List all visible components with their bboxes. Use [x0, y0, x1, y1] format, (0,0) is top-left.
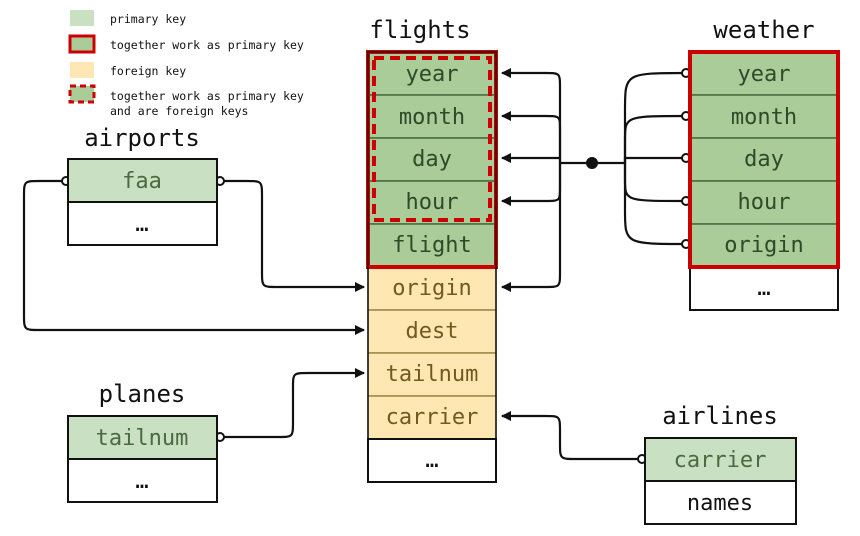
- flights-compound-foreign-key-frame: [372, 56, 492, 222]
- flights-field-tailnum: tailnum: [386, 362, 479, 387]
- airports-table: airports faa …: [67, 124, 218, 246]
- weather-field-month: month: [731, 105, 797, 130]
- flights-field-day: day: [412, 147, 452, 172]
- flights-field-year: year: [406, 62, 459, 87]
- airports-title: airports: [84, 124, 200, 152]
- airports-field-faa: faa: [122, 169, 162, 194]
- flights-row-day: [367, 137, 497, 182]
- flights-field-month: month: [399, 105, 465, 130]
- airports-to-flights-dest: [22, 179, 365, 335]
- flights-row-carrier: [367, 395, 497, 440]
- planes-row-ellipsis: [67, 458, 218, 503]
- flights-table-border: [367, 51, 497, 483]
- connectors: [22, 68, 691, 464]
- weather-connector-month: [623, 114, 689, 163]
- flights-field-dest: dest: [406, 319, 459, 344]
- airports-row-faa: [67, 158, 218, 203]
- planes-title: planes: [99, 380, 186, 408]
- weather-row-hour: [689, 180, 839, 225]
- airlines-field-names: names: [687, 491, 753, 516]
- airlines-field-carrier: carrier: [674, 448, 767, 473]
- flights-row-ellipsis: [367, 438, 497, 483]
- flights-arrow-year: [501, 68, 562, 163]
- weather-connector-hour: [623, 163, 689, 203]
- weather-field-hour: hour: [738, 190, 791, 215]
- planes-field-tailnum: tailnum: [96, 426, 189, 451]
- airlines-table: airlines carrier names: [644, 402, 797, 525]
- weather-field-origin: origin: [724, 233, 803, 258]
- weather-connector-year: [623, 71, 689, 163]
- airlines-title: airlines: [662, 402, 778, 430]
- legend: primary key together work as primary key…: [68, 10, 304, 118]
- weather-field-ellipsis: …: [757, 276, 770, 301]
- weather-row-origin: [689, 223, 839, 268]
- weather-connector-day: [623, 156, 688, 163]
- weather-field-year: year: [738, 62, 791, 87]
- airports-row-ellipsis: [67, 201, 218, 246]
- weather-connector-origin: [623, 163, 689, 246]
- legend-label-compound-foreign-key-1: together work as primary key: [110, 89, 304, 103]
- legend-swatch-foreign-key: [70, 62, 94, 78]
- airports-field-ellipsis: …: [135, 212, 148, 237]
- flights-arrow-origin-from-weather: [501, 163, 562, 292]
- weather-field-day: day: [744, 147, 784, 172]
- airlines-row-names: [644, 480, 797, 525]
- flights-field-origin: origin: [392, 276, 471, 301]
- legend-swatch-primary-key: [70, 10, 94, 26]
- weather-join-dot: [586, 157, 598, 169]
- airlines-to-flights-carrier: [501, 411, 644, 461]
- legend-label-compound-key: together work as primary key: [110, 38, 304, 52]
- flights-title: flights: [369, 16, 470, 44]
- legend-swatch-compound-foreign-key: [68, 84, 96, 104]
- legend-label-foreign-key: foreign key: [110, 64, 186, 78]
- flights-field-hour: hour: [406, 190, 459, 215]
- flights-table: flights year month day hour flight origi…: [366, 16, 498, 483]
- flights-arrow-hour: [501, 163, 562, 206]
- flights-field-ellipsis: …: [425, 448, 438, 473]
- flights-field-flight: flight: [392, 233, 471, 258]
- planes-to-flights-tailnum: [218, 368, 365, 439]
- flights-row-tailnum: [367, 352, 497, 397]
- airports-to-flights-origin: [218, 179, 365, 292]
- weather-primary-key-frame: [688, 50, 840, 269]
- flights-row-dest: [367, 309, 497, 354]
- legend-label-primary-key: primary key: [110, 12, 186, 26]
- legend-swatch-compound-key: [68, 34, 96, 54]
- planes-table: planes tailnum …: [67, 380, 218, 503]
- planes-row-tailnum: [67, 415, 218, 460]
- flights-arrow-month: [501, 111, 562, 163]
- airlines-row-carrier: [644, 437, 797, 482]
- legend-label-compound-foreign-key-2: and are foreign keys: [110, 104, 248, 118]
- flights-field-carrier: carrier: [386, 405, 479, 430]
- planes-field-ellipsis: …: [135, 469, 148, 494]
- weather-title: weather: [713, 16, 814, 44]
- weather-table: weather year month day hour origin …: [688, 16, 840, 311]
- weather-row-ellipsis: [689, 266, 839, 311]
